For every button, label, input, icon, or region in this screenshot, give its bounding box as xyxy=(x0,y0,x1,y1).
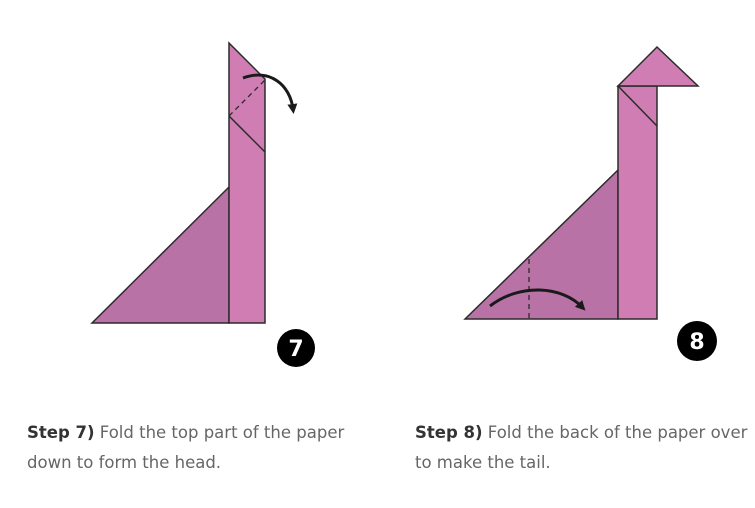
step7-badge: 7 xyxy=(277,329,315,367)
step7-body-triangle xyxy=(90,185,230,324)
step8-crease-line xyxy=(617,85,658,127)
step7-fold-arrow xyxy=(242,73,298,114)
step7-label: Step 7) xyxy=(27,423,95,442)
step7-caption: Step 7) Fold the top part of the paper d… xyxy=(27,418,387,478)
step7-figure: 7 xyxy=(90,41,315,367)
step8-badge-number: 8 xyxy=(689,330,704,355)
step7-crease-line xyxy=(228,115,266,153)
origami-diagram: 7 8 xyxy=(90,41,717,367)
step8-text: Fold the back of the paper over to make … xyxy=(415,423,748,472)
step8-fold-arrow xyxy=(489,288,586,311)
step8-badge: 8 xyxy=(677,321,717,361)
step7-neck-strip xyxy=(228,41,266,324)
step8-label: Step 8) xyxy=(415,423,483,442)
step8-caption: Step 8) Fold the back of the paper over … xyxy=(415,418,755,478)
step8-body-triangle xyxy=(463,168,619,320)
step8-head-triangle xyxy=(616,45,700,87)
step7-badge-number: 7 xyxy=(288,337,303,362)
step8-figure: 8 xyxy=(463,45,717,361)
step7-text: Fold the top part of the paper down to f… xyxy=(27,423,345,472)
